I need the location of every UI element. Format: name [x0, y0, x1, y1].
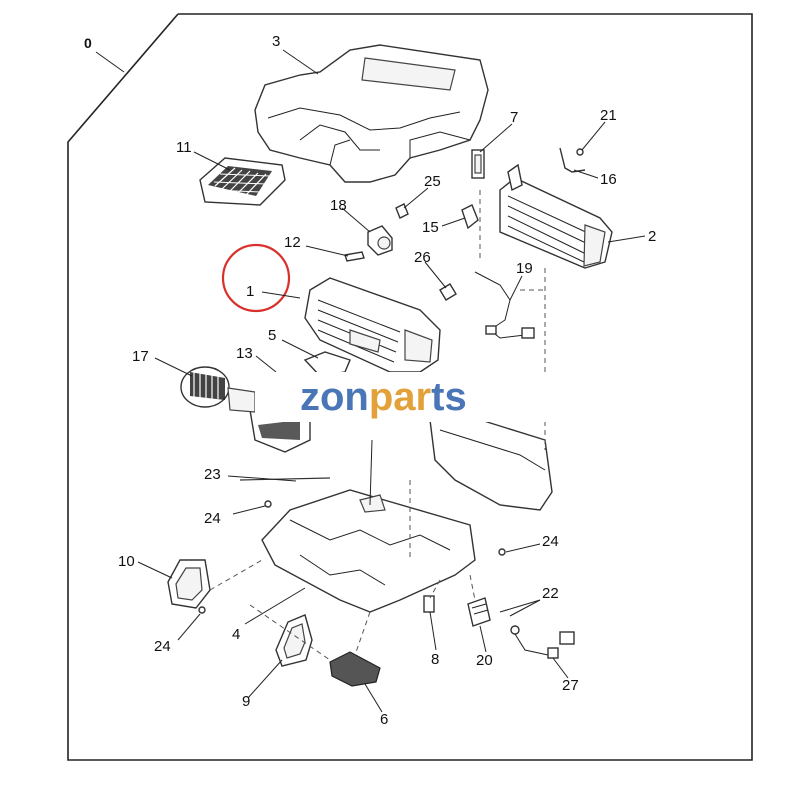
label-12: 12	[284, 234, 301, 251]
assembly-line-6	[429, 579, 441, 599]
part-20-resistor	[467, 597, 491, 627]
label-1: 1	[246, 283, 254, 300]
assembly-line-5	[209, 559, 263, 591]
part-7-bracket	[471, 149, 485, 179]
part-11-mesh-filter	[199, 157, 286, 206]
part-1-blower-module	[304, 277, 441, 373]
part-23-rod	[239, 477, 331, 481]
label-23: 23	[204, 466, 221, 483]
label-25: 25	[424, 173, 441, 190]
lower-housing-rear	[429, 411, 553, 511]
assembly-line-8	[354, 611, 371, 656]
label-9: 9	[242, 693, 250, 710]
part-10-gasket	[167, 559, 211, 609]
label-21: 21	[600, 107, 617, 124]
label-22: 22	[542, 585, 559, 602]
label-19: 19	[516, 260, 533, 277]
label-7: 7	[510, 109, 518, 126]
part-22-harness	[499, 599, 549, 656]
label-15: 15	[422, 219, 439, 236]
part-15-clip	[461, 204, 479, 230]
part-17-blower-wheel	[180, 366, 256, 413]
part-4-bottom-case	[261, 439, 476, 613]
label-10: 10	[118, 553, 135, 570]
part-27-connector	[547, 631, 575, 659]
part-18-actuator	[367, 225, 393, 256]
part-26-sensor	[439, 283, 457, 301]
label-16: 16	[600, 171, 617, 188]
part-3-top-cover	[254, 44, 489, 183]
label-20: 20	[476, 652, 493, 669]
part-9-gasket	[275, 614, 313, 667]
diagram-frame	[67, 13, 753, 761]
label-26: 26	[414, 249, 431, 266]
part-21-screw	[576, 148, 584, 156]
part-19-harness	[474, 271, 535, 339]
label-18: 18	[330, 197, 347, 214]
label-5: 5	[268, 327, 276, 344]
label-2: 2	[648, 228, 656, 245]
part-24-screw-upper	[264, 500, 272, 508]
label-13: 13	[236, 345, 253, 362]
assembly-line-7	[469, 574, 476, 601]
highlight-circle	[221, 243, 291, 313]
label-0-leader	[95, 51, 125, 73]
label-8: 8	[431, 651, 439, 668]
part-24-screw-left	[198, 606, 206, 614]
part-6-foam-pad	[329, 651, 381, 687]
part-24-screw-right	[498, 548, 506, 556]
label-24-right: 24	[542, 533, 559, 550]
label-3: 3	[272, 33, 280, 50]
assembly-line-4	[249, 604, 331, 661]
part-8-plug	[423, 595, 435, 613]
label-4: 4	[232, 626, 240, 643]
label-11: 11	[176, 139, 192, 156]
label-24-upper: 24	[204, 510, 221, 527]
label-24-left: 24	[154, 638, 171, 655]
watermark-text: zonparts	[300, 375, 467, 419]
label-0: 0	[84, 35, 92, 51]
label-6: 6	[380, 711, 388, 728]
label-27: 27	[562, 677, 579, 694]
part-12-link	[344, 251, 365, 262]
part-2-heater-core	[499, 163, 613, 269]
label-17: 17	[132, 348, 149, 365]
watermark-band	[255, 372, 550, 422]
